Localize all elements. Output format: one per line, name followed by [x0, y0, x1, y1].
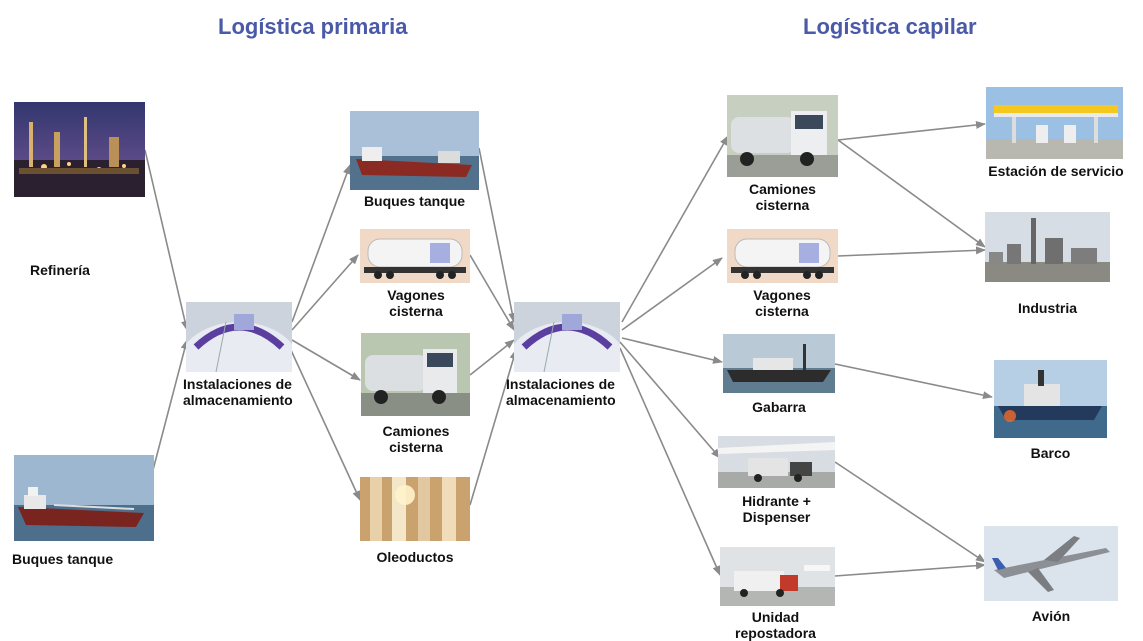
arrow-buques-inst2: [478, 147, 517, 323]
label-vagones-cisterna-right: Vagones cisterna: [753, 287, 811, 319]
industry-image: [985, 212, 1110, 282]
arrow-inst1-oleoductos: [289, 347, 361, 501]
arrow-inst2-camiones: [621, 135, 729, 323]
label-camiones-cisterna-mid: Camiones cisterna: [382, 423, 450, 455]
label-buques-tanque-left: Buques tanque: [12, 551, 114, 567]
arrow-buques-inst1: [152, 339, 189, 471]
arrow-inst2-gabarra: [621, 337, 723, 364]
storage-tank-image: [186, 302, 292, 372]
label-hidrante-dispenser: Hidrante + Dispenser: [742, 493, 811, 525]
tanker-truck-image: [361, 333, 470, 416]
storage-tank-image: [514, 302, 620, 372]
label-unidad-repostadora: Unidad repostadora: [735, 609, 816, 641]
arrow-inst1-camiones: [291, 339, 361, 381]
label-refineria: Refinería: [30, 262, 90, 278]
label-estacion-servicio: Estación de servicio: [988, 163, 1124, 179]
arrow-vagones-inst2: [469, 254, 515, 331]
label-avion: Avión: [1031, 608, 1071, 624]
arrow-camiones-inst2: [469, 339, 515, 376]
label-camiones-cisterna-right: Camiones cisterna: [749, 181, 816, 213]
label-buques-tanque-mid: Buques tanque: [363, 193, 466, 209]
title-logistica-capilar: Logística capilar: [803, 14, 977, 39]
arrow-gabarra-barco: [834, 363, 993, 400]
arrow-inst2-unidad: [619, 347, 721, 576]
label-industria: Industria: [1017, 300, 1078, 316]
hydrant-dispenser-image: [718, 436, 835, 488]
arrow-hidrante-avion: [834, 461, 986, 563]
barge-image: [723, 334, 835, 393]
arrow-refineria-inst1: [144, 149, 189, 331]
label-gabarra: Gabarra: [752, 399, 806, 415]
tanker-truck-image: [727, 95, 838, 177]
rail-tank-car-image: [360, 229, 470, 283]
label-vagones-cisterna-mid: Vagones cisterna: [387, 287, 445, 319]
rail-tank-car-image: [727, 229, 838, 283]
ship-image: [994, 360, 1107, 438]
refueling-unit-image: [720, 547, 835, 606]
title-logistica-primaria: Logística primaria: [218, 14, 408, 39]
arrow-unidad-avion: [834, 561, 986, 577]
refinery-image: [14, 102, 145, 197]
tanker-ship-image: [350, 111, 479, 190]
arrow-camiones-industria: [837, 139, 986, 248]
label-oleoductos: Oleoductos: [376, 549, 454, 565]
airplane-image: [984, 526, 1118, 601]
arrow-camiones-estacion: [837, 120, 986, 141]
label-instalaciones-1: Instalaciones de almacenamiento: [183, 376, 293, 408]
label-barco: Barco: [1030, 445, 1071, 461]
pipeline-image: [360, 477, 470, 541]
arrow-vagones-industria: [837, 246, 986, 257]
arrow-inst1-buques: [291, 164, 351, 323]
arrow-inst2-hidrante: [619, 341, 721, 459]
gas-station-image: [986, 87, 1123, 159]
label-instalaciones-2: Instalaciones de almacenamiento: [506, 376, 616, 408]
arrow-inst2-vagones: [621, 257, 723, 331]
arrow-inst1-vagones: [291, 254, 359, 331]
arrow-oleoductos-inst2: [469, 349, 518, 506]
tanker-ship-image: [14, 455, 154, 541]
